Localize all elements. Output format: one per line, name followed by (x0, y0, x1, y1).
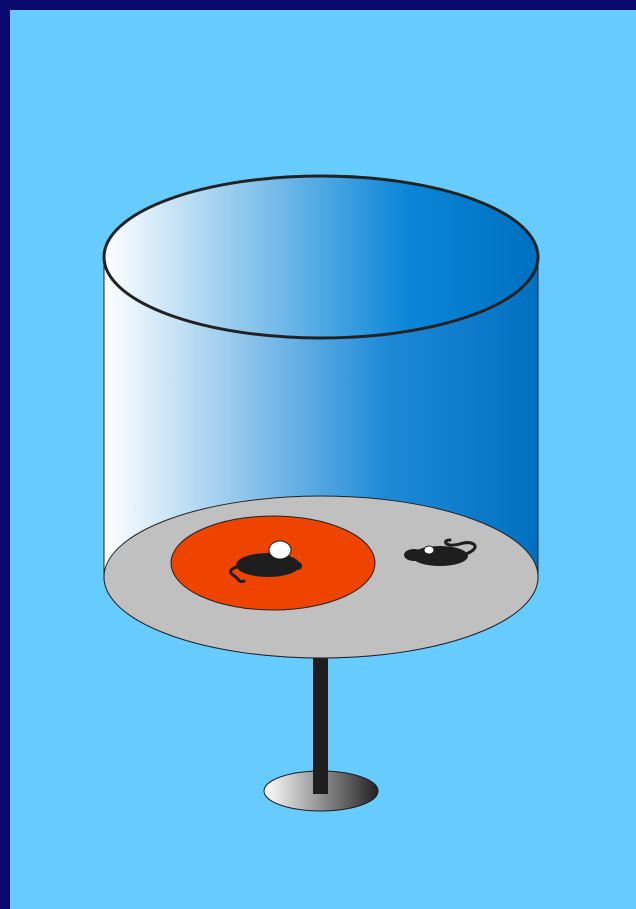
arena-diagram (10, 10, 636, 909)
stand-pole (313, 650, 328, 794)
arena-top-rim (104, 176, 538, 338)
figure-background (10, 10, 636, 909)
